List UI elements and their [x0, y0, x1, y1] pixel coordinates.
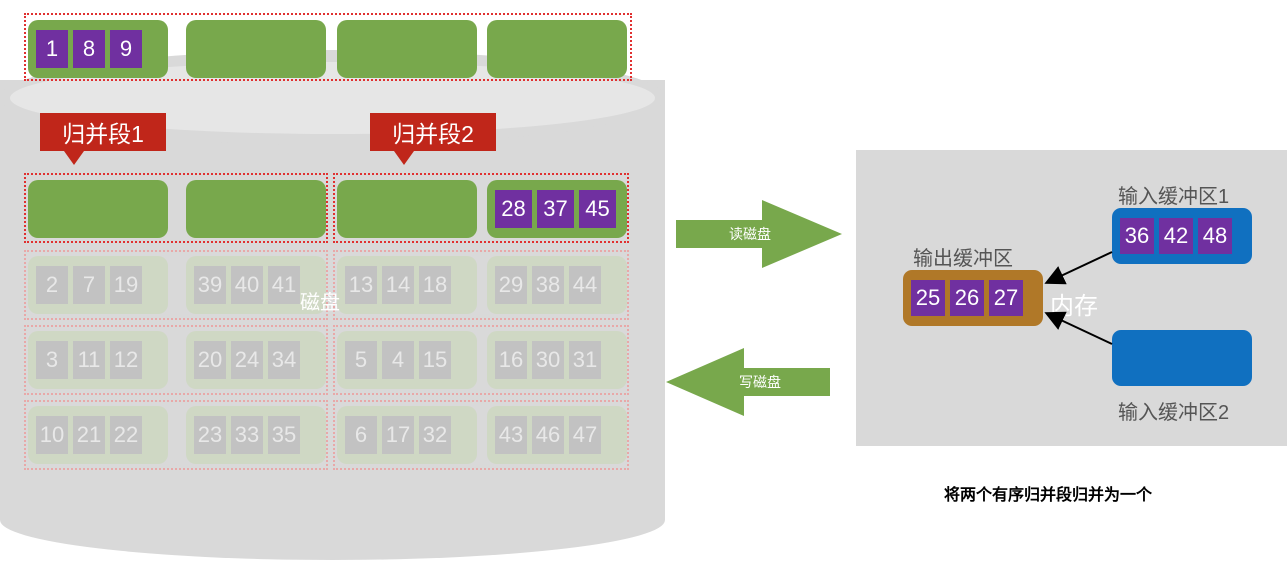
block-faded: 13 14 18 — [337, 256, 477, 314]
faded-border — [333, 250, 629, 320]
value-cell: 23 — [194, 416, 226, 454]
read-arrow-icon — [676, 200, 842, 268]
value-cell: 32 — [419, 416, 451, 454]
value-cell: 25 — [911, 280, 945, 316]
value-cell: 43 — [495, 416, 527, 454]
value-cell: 8 — [73, 30, 105, 68]
read-arrow-label: 读磁盘 — [729, 226, 771, 242]
value-cell: 37 — [537, 190, 574, 228]
value-cell: 46 — [532, 416, 564, 454]
block-faded: 6 17 32 — [337, 406, 477, 464]
value-cell: 19 — [110, 266, 142, 304]
faded-border — [333, 325, 629, 395]
value-cell: 3 — [36, 341, 68, 379]
value-cell: 29 — [495, 266, 527, 304]
caption: 将两个有序归并段归并为一个 — [944, 487, 1153, 504]
segment-1-callout: 归并段1 — [40, 113, 166, 165]
value-cell: 45 — [579, 190, 616, 228]
faded-border — [333, 400, 629, 470]
value-cell: 22 — [110, 416, 142, 454]
value-cell: 41 — [268, 266, 300, 304]
value-cell: 28 — [495, 190, 532, 228]
value-cell: 9 — [110, 30, 142, 68]
write-arrow-label: 写磁盘 — [739, 374, 781, 390]
merge-arrows-icon — [1044, 251, 1113, 345]
value-cell: 30 — [532, 341, 564, 379]
disk-label: 磁盘 — [300, 292, 340, 314]
segment-1-border — [24, 173, 328, 243]
value-cell: 7 — [73, 266, 105, 304]
block-faded: 29 38 44 — [487, 256, 627, 314]
value-cell: 20 — [194, 341, 226, 379]
value-cell: 31 — [569, 341, 601, 379]
output-buffer-label: 输出缓冲区 — [913, 248, 1013, 270]
value-cell: 1 — [36, 30, 68, 68]
value-cell: 38 — [532, 266, 564, 304]
value-cell: 4 — [382, 341, 414, 379]
block-top-0: 1 8 9 — [28, 20, 168, 78]
block-faded: 39 40 41 — [186, 256, 326, 314]
value-cell: 36 — [1120, 218, 1154, 254]
value-cell: 13 — [345, 266, 377, 304]
output-buffer: 25 26 27 — [903, 270, 1043, 326]
value-cell: 17 — [382, 416, 414, 454]
value-cell: 12 — [110, 341, 142, 379]
block-seg-2 — [337, 180, 477, 238]
block-faded: 16 30 31 — [487, 331, 627, 389]
value-cell: 24 — [231, 341, 263, 379]
block-faded: 10 21 22 — [28, 406, 168, 464]
value-cell: 21 — [73, 416, 105, 454]
value-cell: 48 — [1198, 218, 1232, 254]
value-cell: 11 — [73, 341, 105, 379]
value-cell: 34 — [268, 341, 300, 379]
value-cell: 42 — [1159, 218, 1193, 254]
input-buffer-2 — [1112, 330, 1252, 386]
segment-2-callout: 归并段2 — [370, 113, 496, 165]
block-faded: 3 11 12 — [28, 331, 168, 389]
block-seg-1 — [186, 180, 326, 238]
disk-cylinder — [0, 80, 665, 560]
block-seg-0 — [28, 180, 168, 238]
value-cell: 35 — [268, 416, 300, 454]
block-faded: 2 7 19 — [28, 256, 168, 314]
block-top-1 — [186, 20, 326, 78]
block-faded: 20 24 34 — [186, 331, 326, 389]
value-cell: 10 — [36, 416, 68, 454]
value-cell: 14 — [382, 266, 414, 304]
value-cell: 44 — [569, 266, 601, 304]
value-cell: 2 — [36, 266, 68, 304]
value-cell: 33 — [231, 416, 263, 454]
faded-border — [24, 400, 328, 470]
value-cell: 15 — [419, 341, 451, 379]
value-cell: 47 — [569, 416, 601, 454]
faded-border — [24, 250, 328, 320]
write-arrow-icon — [666, 348, 830, 416]
value-cell: 16 — [495, 341, 527, 379]
value-cell: 26 — [950, 280, 984, 316]
block-faded: 5 4 15 — [337, 331, 477, 389]
input-buffer-1: 36 42 48 — [1112, 208, 1252, 264]
block-top-2 — [337, 20, 477, 78]
value-cell: 5 — [345, 341, 377, 379]
input-buffer-2-label: 输入缓冲区2 — [1118, 402, 1230, 424]
block-faded: 43 46 47 — [487, 406, 627, 464]
input-buffer-1-label: 输入缓冲区1 — [1118, 186, 1230, 208]
value-cell: 6 — [345, 416, 377, 454]
value-cell: 39 — [194, 266, 226, 304]
top-row-border — [24, 13, 632, 81]
value-cell: 40 — [231, 266, 263, 304]
block-top-3 — [487, 20, 627, 78]
segment-2-border — [333, 173, 629, 243]
value-cell: 18 — [419, 266, 451, 304]
block-faded: 23 33 35 — [186, 406, 326, 464]
block-seg-3: 28 37 45 — [487, 180, 627, 238]
value-cell: 27 — [989, 280, 1023, 316]
faded-border — [24, 325, 328, 395]
